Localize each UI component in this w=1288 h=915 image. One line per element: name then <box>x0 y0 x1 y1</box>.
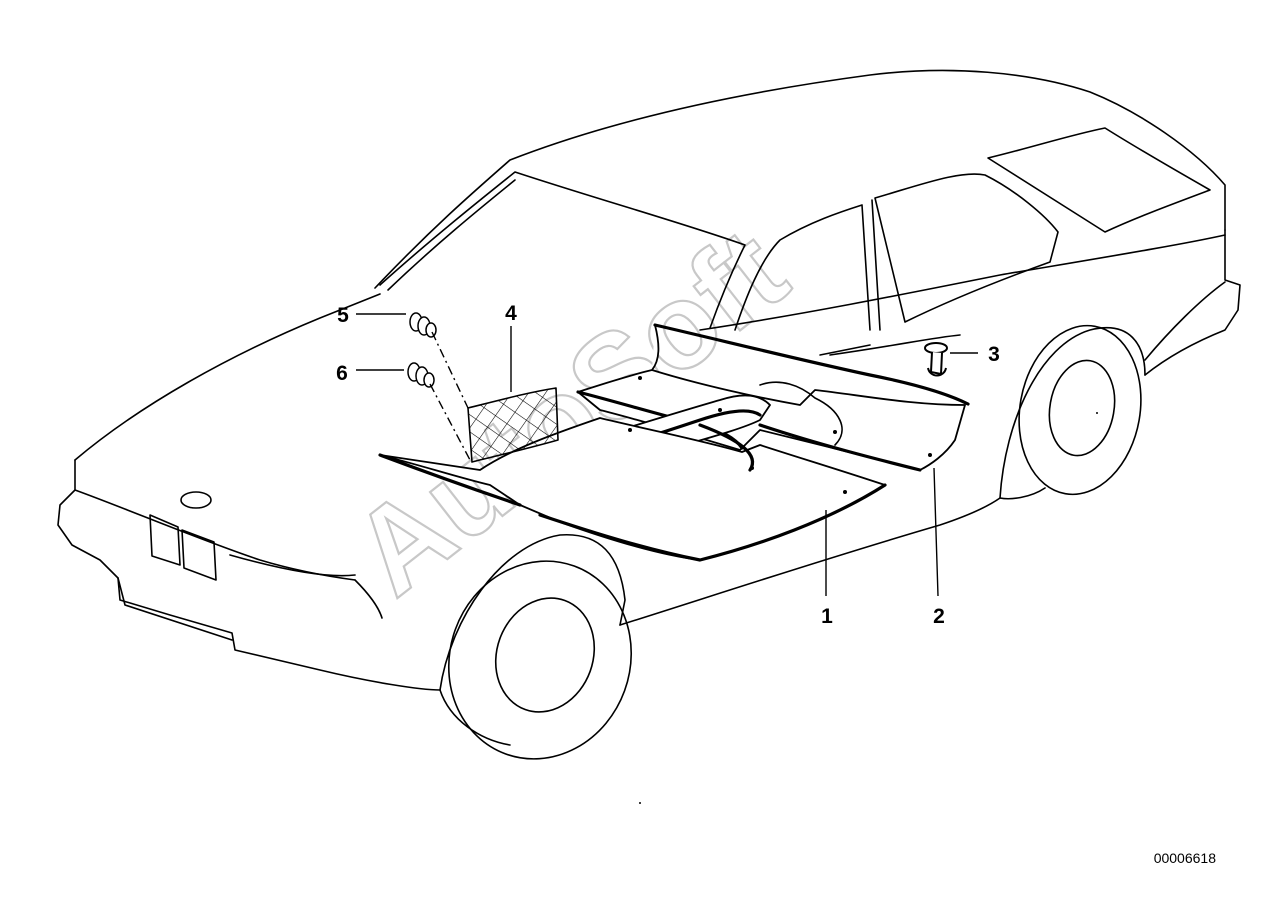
fastener-5 <box>409 312 437 338</box>
fastener-6 <box>407 362 435 388</box>
callout-1: 1 <box>821 605 833 628</box>
floor-carpet <box>378 323 970 562</box>
callout-3: 3 <box>988 343 1000 366</box>
callout-labels: 1 2 3 4 5 6 <box>336 302 1000 628</box>
car-body-outline <box>57 69 1241 760</box>
callout-4: 4 <box>505 302 517 325</box>
callout-5: 5 <box>337 304 349 327</box>
rear-floor-carpet <box>577 324 966 471</box>
document-id: 00006618 <box>1154 850 1217 866</box>
callout-6: 6 <box>336 362 348 385</box>
callout-2: 2 <box>933 605 945 628</box>
clip-3 <box>924 342 948 377</box>
leader-lines <box>356 313 978 597</box>
